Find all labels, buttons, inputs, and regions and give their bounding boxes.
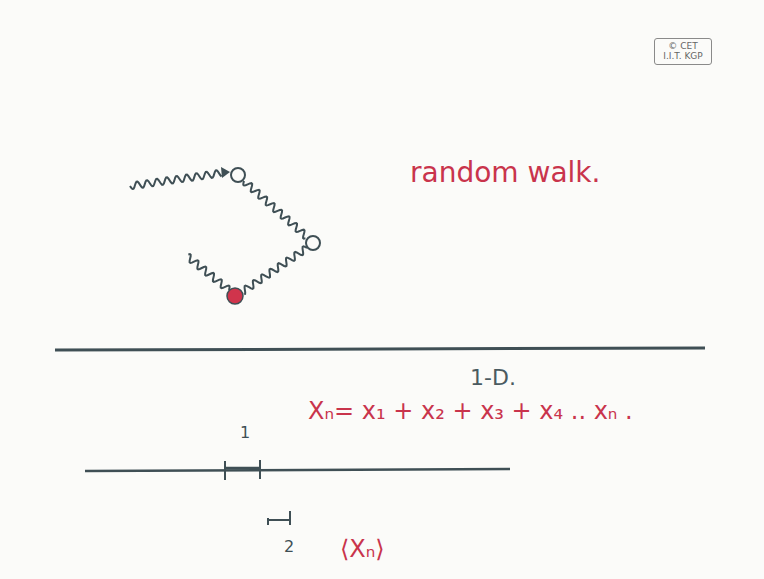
step-tick [259, 460, 261, 479]
dimension-note: 1-D. [470, 366, 516, 390]
step-number: 1 [240, 424, 250, 442]
arrow-head [221, 167, 230, 178]
equation: Xₙ= x₁ + x₂ + x₃ + x₄ .. xₙ . [308, 398, 633, 424]
scatterer [231, 168, 245, 182]
step-segment [225, 467, 260, 470]
wavy-path [243, 181, 305, 239]
step-tick [224, 461, 226, 480]
step-segment [268, 519, 290, 521]
step-tick [289, 511, 291, 525]
photon-path [130, 170, 307, 294]
scatterer [306, 236, 320, 250]
title-note: random walk. [410, 158, 600, 189]
scatterer-filled [227, 288, 243, 304]
watermark-box: © CET I.I.T. KGP [654, 38, 712, 65]
mean-expression: ⟨Xₙ⟩ [340, 536, 385, 562]
axis-line [85, 469, 510, 471]
step-number: 2 [284, 538, 294, 556]
watermark-text: © CET I.I.T. KGP [658, 41, 708, 62]
wavy-path [244, 246, 307, 294]
wavy-path [130, 170, 222, 189]
wavy-path [188, 254, 229, 290]
divider [55, 348, 705, 350]
